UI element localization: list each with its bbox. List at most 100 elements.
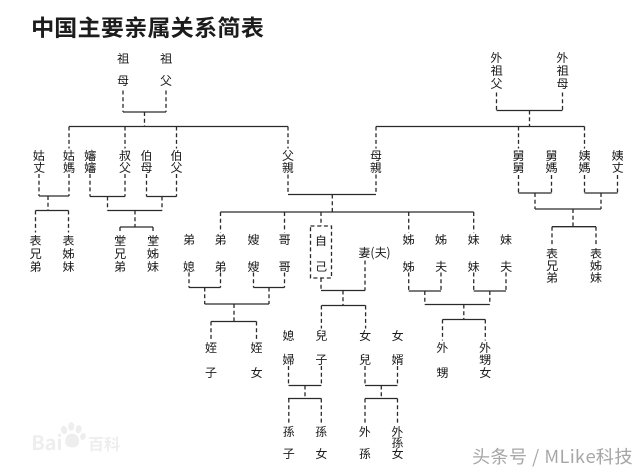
node-label-char: 嬸 xyxy=(83,158,97,176)
node-label-char: 親 xyxy=(281,158,295,176)
node-label-char: 父 xyxy=(118,158,132,176)
node-label-char: 舅 xyxy=(512,158,525,176)
node-label: 妻(夫) xyxy=(358,244,391,261)
node-label-char: 表 xyxy=(545,244,559,262)
node-label-char: 女 xyxy=(358,327,372,344)
node-label-char: 舅 xyxy=(545,147,558,164)
node-label-char: 弟 xyxy=(113,257,127,275)
node-label-char: 親 xyxy=(369,158,383,176)
node-label-char: 女 xyxy=(479,364,492,381)
node-label-char: 姊 xyxy=(62,244,75,262)
node-label-char: 婦 xyxy=(282,351,295,368)
node-label-char: 妹 xyxy=(467,231,480,248)
node-label-char: 姑 xyxy=(62,147,76,164)
node-label-char: 嬸 xyxy=(83,147,97,164)
node-label-char: 弟 xyxy=(214,257,227,275)
node-label-char: 婿 xyxy=(391,351,404,368)
node-label-char: 母 xyxy=(140,158,153,176)
node-label-char: 丈 xyxy=(32,158,46,176)
node-label-char: 表 xyxy=(29,231,42,249)
node-label-char: 甥 xyxy=(436,364,449,381)
node-label-char: 姊 xyxy=(402,257,415,275)
node-label-char: 弟 xyxy=(29,257,42,275)
node-label-char: 夫 xyxy=(434,257,448,275)
node-label-char: 外 xyxy=(358,422,372,440)
node-label-char: 叔 xyxy=(118,147,132,164)
node-label-char: 弟 xyxy=(182,231,196,248)
node-label-char: 伯 xyxy=(170,147,183,164)
node-label-char: 外 xyxy=(490,49,503,66)
node-label-char: 自 xyxy=(314,231,328,249)
node-label-char: 子 xyxy=(282,445,295,462)
node-label-char: 媽 xyxy=(578,158,591,176)
node-label-char: 孫 xyxy=(358,445,372,462)
node-label-char: 媽 xyxy=(62,158,76,176)
node-label-char: 祖 xyxy=(116,50,130,67)
node-label-char: 己 xyxy=(314,257,328,275)
node-label-char: 表 xyxy=(62,231,75,249)
node-label-char: 姨 xyxy=(578,147,591,164)
node-label-char: 孫 xyxy=(391,433,404,451)
node-label-char: 妹 xyxy=(62,257,75,275)
node-label-char: 媽 xyxy=(545,158,558,176)
node-label-char: 表 xyxy=(589,244,603,262)
node-label-char: 弟 xyxy=(545,268,559,286)
node-label-char: 父 xyxy=(281,147,295,164)
node-label-char: 姪 xyxy=(204,338,218,356)
baike-watermark-cjk: 百科 xyxy=(88,431,121,455)
node-label-char: 弟 xyxy=(214,231,227,248)
self-box xyxy=(309,225,333,279)
node-label-char: 女 xyxy=(391,327,404,344)
node-label-char: 妹 xyxy=(589,268,603,286)
node-label-char: 姊 xyxy=(589,256,603,274)
node-label-char: 子 xyxy=(204,364,218,381)
node-label-char: 女 xyxy=(250,364,263,381)
node-label-char: 外 xyxy=(391,422,404,440)
baike-watermark-latin: Bai xyxy=(31,427,63,456)
node-label-char: 祖 xyxy=(159,50,173,67)
node-label-char: 伯 xyxy=(140,147,153,164)
byline-watermark: 头条号 / MLike科技 xyxy=(472,442,633,469)
node-label-char: 姑 xyxy=(32,147,46,164)
node-label-char: 姊 xyxy=(402,231,415,248)
node-label-char: 哥 xyxy=(278,257,291,275)
node-label-char: 夫 xyxy=(499,257,513,275)
node-label-char: 嫂 xyxy=(247,231,260,248)
node-label-char: 子 xyxy=(315,351,328,368)
node-label-char: 女 xyxy=(315,445,328,462)
node-label-char: 堂 xyxy=(113,231,127,249)
node-label-char: 妹 xyxy=(499,231,513,248)
page-title: 中国主要亲属关系简表 xyxy=(31,9,264,43)
node-label-char: 母 xyxy=(369,147,383,164)
node-label-char: 堂 xyxy=(146,231,160,249)
paw-shape xyxy=(60,422,86,448)
node-label-char: 姊 xyxy=(146,244,160,262)
node-label-char: 姨 xyxy=(611,147,624,164)
node-label-char: 外 xyxy=(556,49,569,66)
node-label-char: 媳 xyxy=(282,327,295,344)
node-label-char: 兄 xyxy=(29,244,42,262)
node-label-char: 父 xyxy=(490,75,503,92)
node-label-char: 父 xyxy=(159,71,173,89)
node-label-char: 哥 xyxy=(278,231,291,248)
node-label-char: 兒 xyxy=(315,327,328,344)
node-label-char: 母 xyxy=(556,75,569,92)
node-label-char: 孫 xyxy=(282,422,295,440)
node-label-char: 姊 xyxy=(434,231,448,248)
node-label-char: 妹 xyxy=(146,257,160,275)
node-label-char: 祖 xyxy=(556,62,569,79)
node-label-char: 孫 xyxy=(315,422,328,440)
node-label-char: 兒 xyxy=(358,351,372,368)
node-label-char: 舅 xyxy=(512,147,525,164)
node-label-char: 甥 xyxy=(479,351,492,369)
node-label-char: 兄 xyxy=(545,256,559,274)
node-label-char: 兄 xyxy=(113,244,127,262)
node-label-char: 姪 xyxy=(250,338,263,356)
baidu-paw-icon xyxy=(60,422,86,448)
node-label-char: 外 xyxy=(479,338,492,356)
node-label-char: 妹 xyxy=(467,257,480,275)
node-label-char: 嫂 xyxy=(247,257,260,275)
node-label-char: 外 xyxy=(436,338,449,356)
